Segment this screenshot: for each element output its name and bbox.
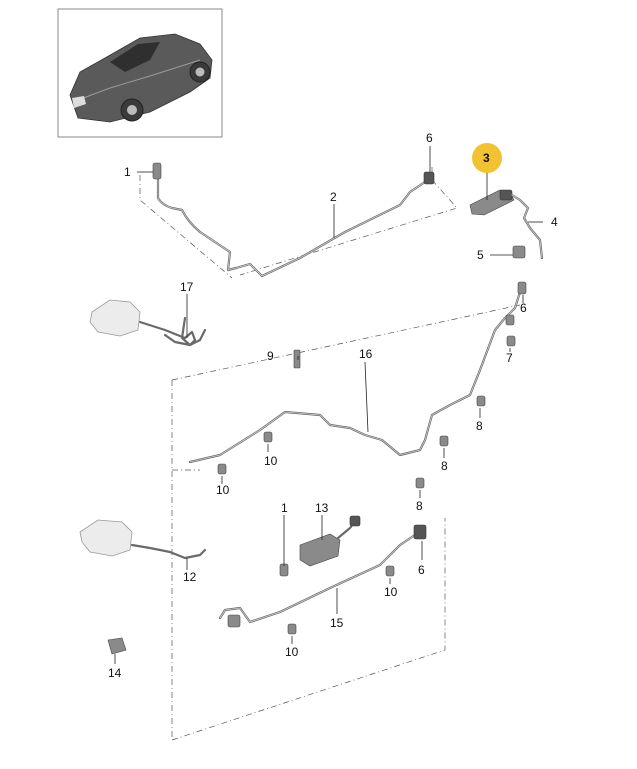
master-cylinder-13 xyxy=(299,515,361,567)
callout-2[interactable]: 2 xyxy=(330,190,337,204)
callout-1-top[interactable]: 1 xyxy=(124,165,131,179)
callout-labels: 1 2 3 4 5 6 6 6 7 8 8 8 9 10 10 10 10 1 … xyxy=(108,131,558,680)
callout-5[interactable]: 5 xyxy=(477,248,484,262)
callout-8-lower[interactable]: 8 xyxy=(416,499,423,513)
pipe-assembly-2 xyxy=(152,162,435,278)
callout-8-middle[interactable]: 8 xyxy=(441,459,448,473)
callout-3[interactable]: 3 xyxy=(483,151,490,165)
pipe-assembly-16 xyxy=(188,281,527,464)
callout-15[interactable]: 15 xyxy=(330,616,344,630)
callout-10-d[interactable]: 10 xyxy=(285,645,299,659)
slave-cylinder-assembly xyxy=(469,189,544,260)
callout-10-a[interactable]: 10 xyxy=(264,454,278,468)
callout-1-bottom[interactable]: 1 xyxy=(281,501,288,515)
callout-7[interactable]: 7 xyxy=(506,351,513,365)
reservoir-assembly-12 xyxy=(79,519,207,560)
small-parts xyxy=(107,349,486,655)
callout-13[interactable]: 13 xyxy=(315,501,329,515)
callout-10-b[interactable]: 10 xyxy=(216,483,230,497)
car-thumbnail-icon xyxy=(69,33,213,123)
reservoir-assembly-17 xyxy=(89,299,207,347)
callout-6-top[interactable]: 6 xyxy=(426,131,433,145)
leader-lines xyxy=(114,146,543,664)
callout-6-right[interactable]: 6 xyxy=(520,301,527,315)
highlight-marker xyxy=(472,143,502,173)
callout-9[interactable]: 9 xyxy=(267,349,274,363)
callout-17[interactable]: 17 xyxy=(180,280,194,294)
callout-10-c[interactable]: 10 xyxy=(384,585,398,599)
assembly-outlines xyxy=(139,167,521,741)
car-thumbnail xyxy=(57,8,223,138)
callout-4[interactable]: 4 xyxy=(551,215,558,229)
pipe-assembly-15 xyxy=(218,524,427,628)
callout-14[interactable]: 14 xyxy=(108,666,122,680)
callout-12[interactable]: 12 xyxy=(183,570,197,584)
callout-6-bottom[interactable]: 6 xyxy=(418,563,425,577)
callout-16[interactable]: 16 xyxy=(359,347,373,361)
callout-8-right[interactable]: 8 xyxy=(476,419,483,433)
